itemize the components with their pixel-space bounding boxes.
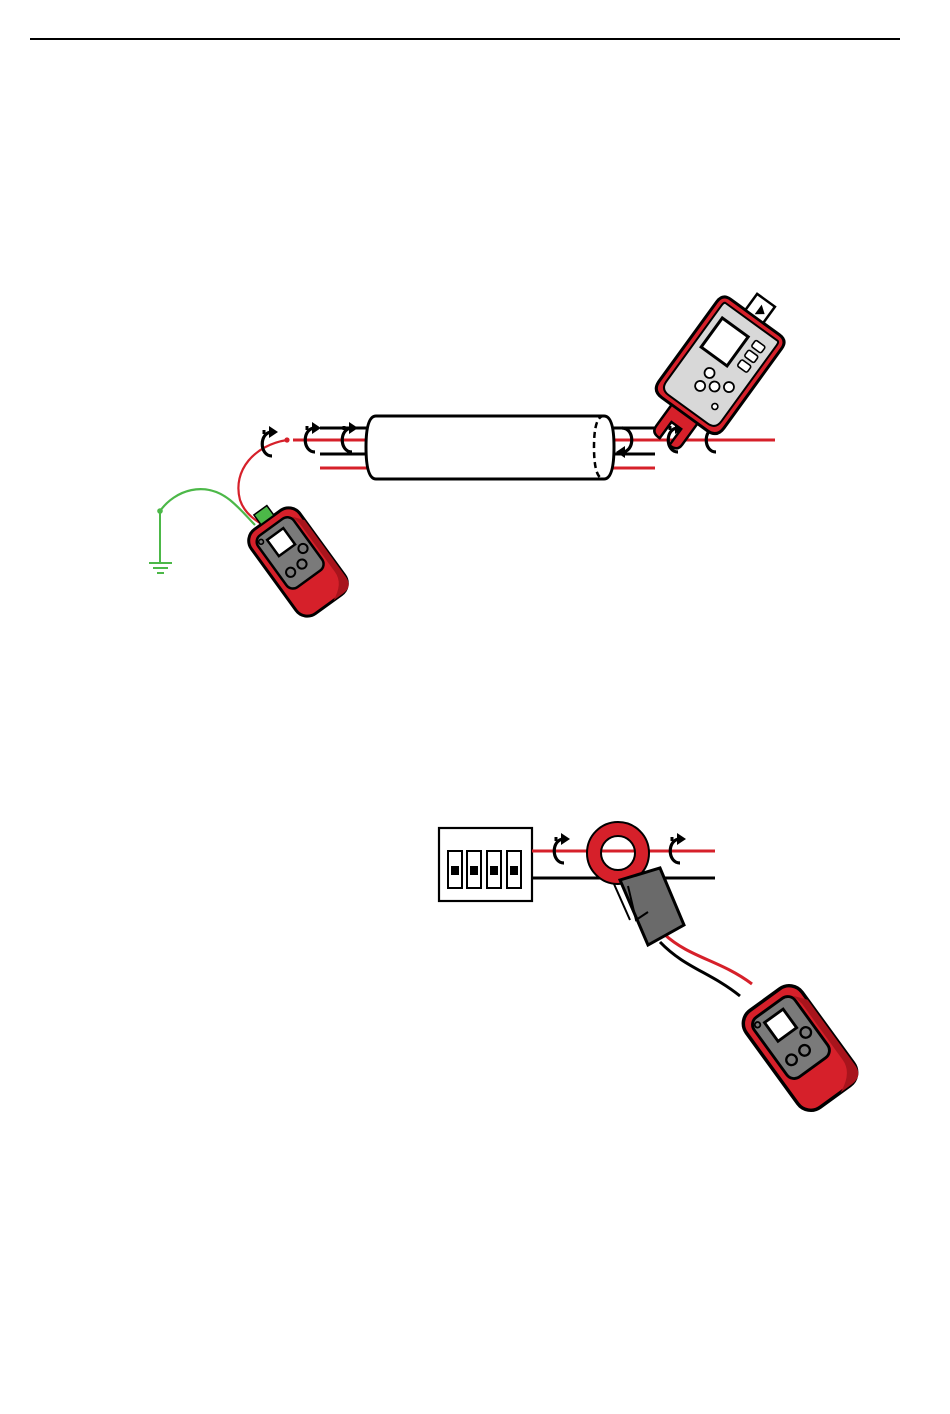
rotation-arrow-icon	[554, 833, 686, 863]
cable-trace-diagram	[149, 277, 799, 621]
receiver-icon	[632, 277, 799, 465]
transmitter-icon	[236, 493, 353, 622]
breaker-panel-icon	[439, 828, 532, 901]
ground-icon	[149, 508, 172, 573]
transmitter-icon	[737, 979, 863, 1116]
clamp-icon	[587, 822, 684, 945]
panel-clamp-diagram	[439, 822, 863, 1117]
ground-lead	[160, 489, 255, 525]
cable-conduit	[366, 416, 614, 479]
